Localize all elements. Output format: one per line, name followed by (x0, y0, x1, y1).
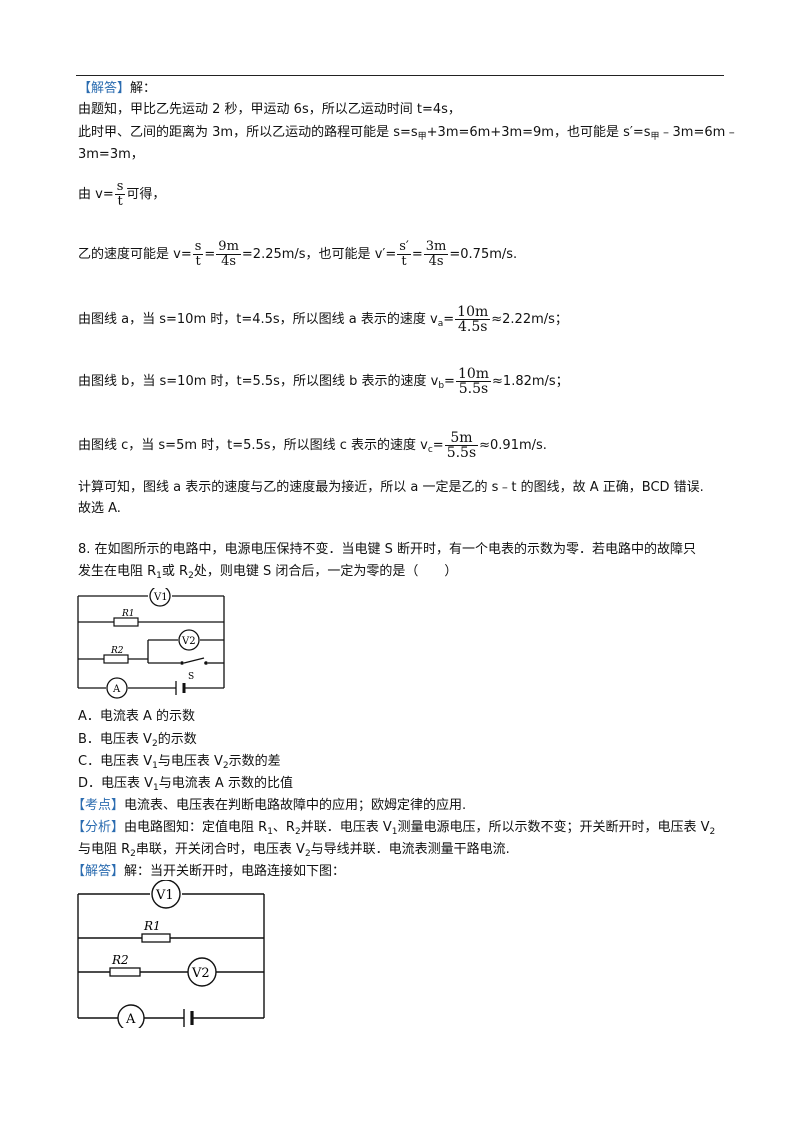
svg-text:A: A (112, 684, 121, 695)
solution-line-3: 3m=3m， (78, 147, 144, 162)
svg-text:V1: V1 (153, 592, 168, 603)
option-a: A．电流表 A 的示数 (78, 709, 196, 724)
solution-line-8: 由图线 c，当 s=5m 时，t=5.5s，所以图线 c 表示的速度 vc=5m… (78, 430, 547, 461)
battery-icon (183, 1009, 194, 1027)
solution-line-2: 此时甲、乙间的距离为 3m，所以乙运动的路程可能是 s=s甲+3m=6m+3m=… (78, 125, 739, 142)
solution-conclusion: 计算可知，图线 a 表示的速度与乙的速度最为接近，所以 a 一定是乙的 s﹣t … (78, 480, 704, 495)
solution-line-7: 由图线 b，当 s=10m 时，t=5.5s，所以图线 b 表示的速度 vb=1… (78, 366, 569, 397)
svg-text:S: S (188, 672, 194, 682)
jieda-line: 【解答】解：当开关断开时，电路连接如下图： (72, 864, 346, 879)
resistor-r2-icon: R2 (109, 953, 141, 977)
solution-heading: 【解答】解： (78, 81, 157, 96)
option-d: D．电压表 V1与电流表 A 示数的比值 (78, 776, 293, 793)
svg-text:V1: V1 (155, 888, 174, 903)
resistor-r1-icon: R1 (113, 609, 139, 627)
voltmeter-v1-icon: V1 (151, 880, 181, 909)
voltmeter-v2-icon: V2 (178, 629, 200, 651)
header-rule (76, 75, 724, 76)
solution-choice: 故选 A. (78, 501, 121, 516)
svg-text:R2: R2 (110, 646, 124, 656)
answer-tag: 【解答】 (78, 81, 131, 96)
svg-text:V2: V2 (191, 966, 210, 981)
svg-text:V2: V2 (181, 636, 196, 647)
voltmeter-v1-icon: V1 (149, 588, 171, 607)
kaodian-line: 【考点】电流表、电压表在判断电路故障中的应用；欧姆定律的应用. (72, 798, 467, 813)
svg-text:R1: R1 (143, 919, 161, 933)
circuit-diagram-1: V1 R1 V2 R2 S A (77, 588, 225, 699)
battery-icon (175, 681, 186, 695)
solution-line-1: 由题知，甲比乙先运动 2 秒，甲运动 6s，所以乙运动时间 t=4s， (78, 102, 461, 117)
svg-text:R1: R1 (121, 609, 135, 619)
svg-text:R2: R2 (111, 953, 129, 967)
fenxi-line-1: 【分析】由电路图知：定值电阻 R1、R2并联．电压表 V1测量电源电压，所以示数… (72, 820, 716, 837)
solution-line-6: 由图线 a，当 s=10m 时，t=4.5s，所以图线 a 表示的速度 va=1… (78, 304, 568, 335)
question-8-line-1: 8. 在如图所示的电路中，电源电压保持不变．当电键 S 断开时，有一个电表的示数… (78, 542, 697, 557)
ammeter-a-icon: A (117, 1004, 145, 1028)
svg-text:A: A (125, 1012, 136, 1027)
fenxi-line-2: 与电阻 R2串联，开关闭合时，电压表 V2与导线并联．电流表测量干路电流. (78, 842, 510, 859)
voltmeter-v2-icon: V2 (187, 957, 217, 987)
resistor-r1-icon: R1 (141, 919, 171, 943)
option-c: C．电压表 V1与电压表 V2示数的差 (78, 754, 281, 771)
ammeter-a-icon: A (106, 677, 128, 699)
circuit-diagram-2: V1 R1 R2 V2 A (77, 880, 265, 1028)
switch-s-icon: S (180, 661, 208, 682)
resistor-r2-icon: R2 (103, 646, 129, 664)
question-8-line-2: 发生在电阻 R1或 R2处，则电键 S 闭合后，一定为零的是（ ） (78, 564, 458, 581)
option-b: B．电压表 V2的示数 (78, 732, 197, 749)
